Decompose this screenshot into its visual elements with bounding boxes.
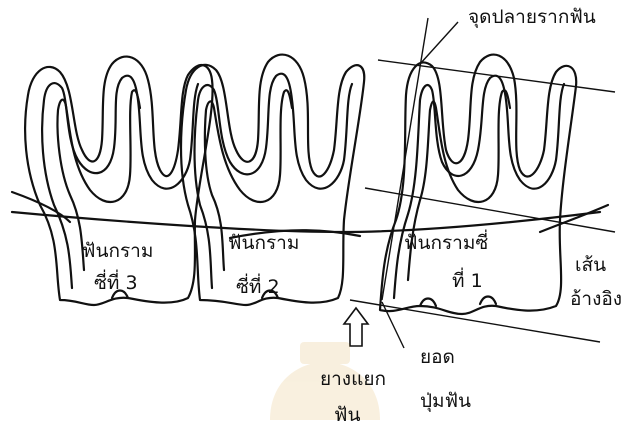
up-arrow-icon <box>344 308 368 346</box>
label-reference-line-1: เส้น <box>575 254 606 276</box>
long-axis-line <box>382 18 428 300</box>
molar-2-inner <box>195 74 353 288</box>
label-reference-line-2: อ้างอิง <box>570 288 622 310</box>
label-molar-1-line1: ฟันกรามซี่ <box>404 232 488 254</box>
jaw-base-line <box>12 212 600 232</box>
reference-line-bottom <box>350 300 600 342</box>
label-molar-3-line1: ฟันกราม <box>82 240 153 262</box>
label-molar-3-line2: ซี่ที่ 3 <box>94 272 138 294</box>
cusp-bumps-molar-1 <box>420 297 496 307</box>
label-root-apex: จุดปลายรากฟัน <box>468 6 596 28</box>
label-cusp-tip-2: ปุ่มฟัน <box>420 390 471 412</box>
label-molar-2-line1: ฟันกราม <box>228 232 299 254</box>
label-molar-2-line2: ซี่ที่ 2 <box>236 276 280 298</box>
label-cusp-tip-1: ยอด <box>420 346 455 368</box>
label-rubber-dam-2: ฟัน <box>334 404 360 426</box>
reference-line-top <box>378 60 615 92</box>
molar-1-inner <box>394 76 564 298</box>
label-molar-1-line2: ที่ 1 <box>452 270 483 292</box>
label-rubber-dam-1: ยางแยก <box>320 368 386 390</box>
reference-line-mid <box>365 188 615 232</box>
